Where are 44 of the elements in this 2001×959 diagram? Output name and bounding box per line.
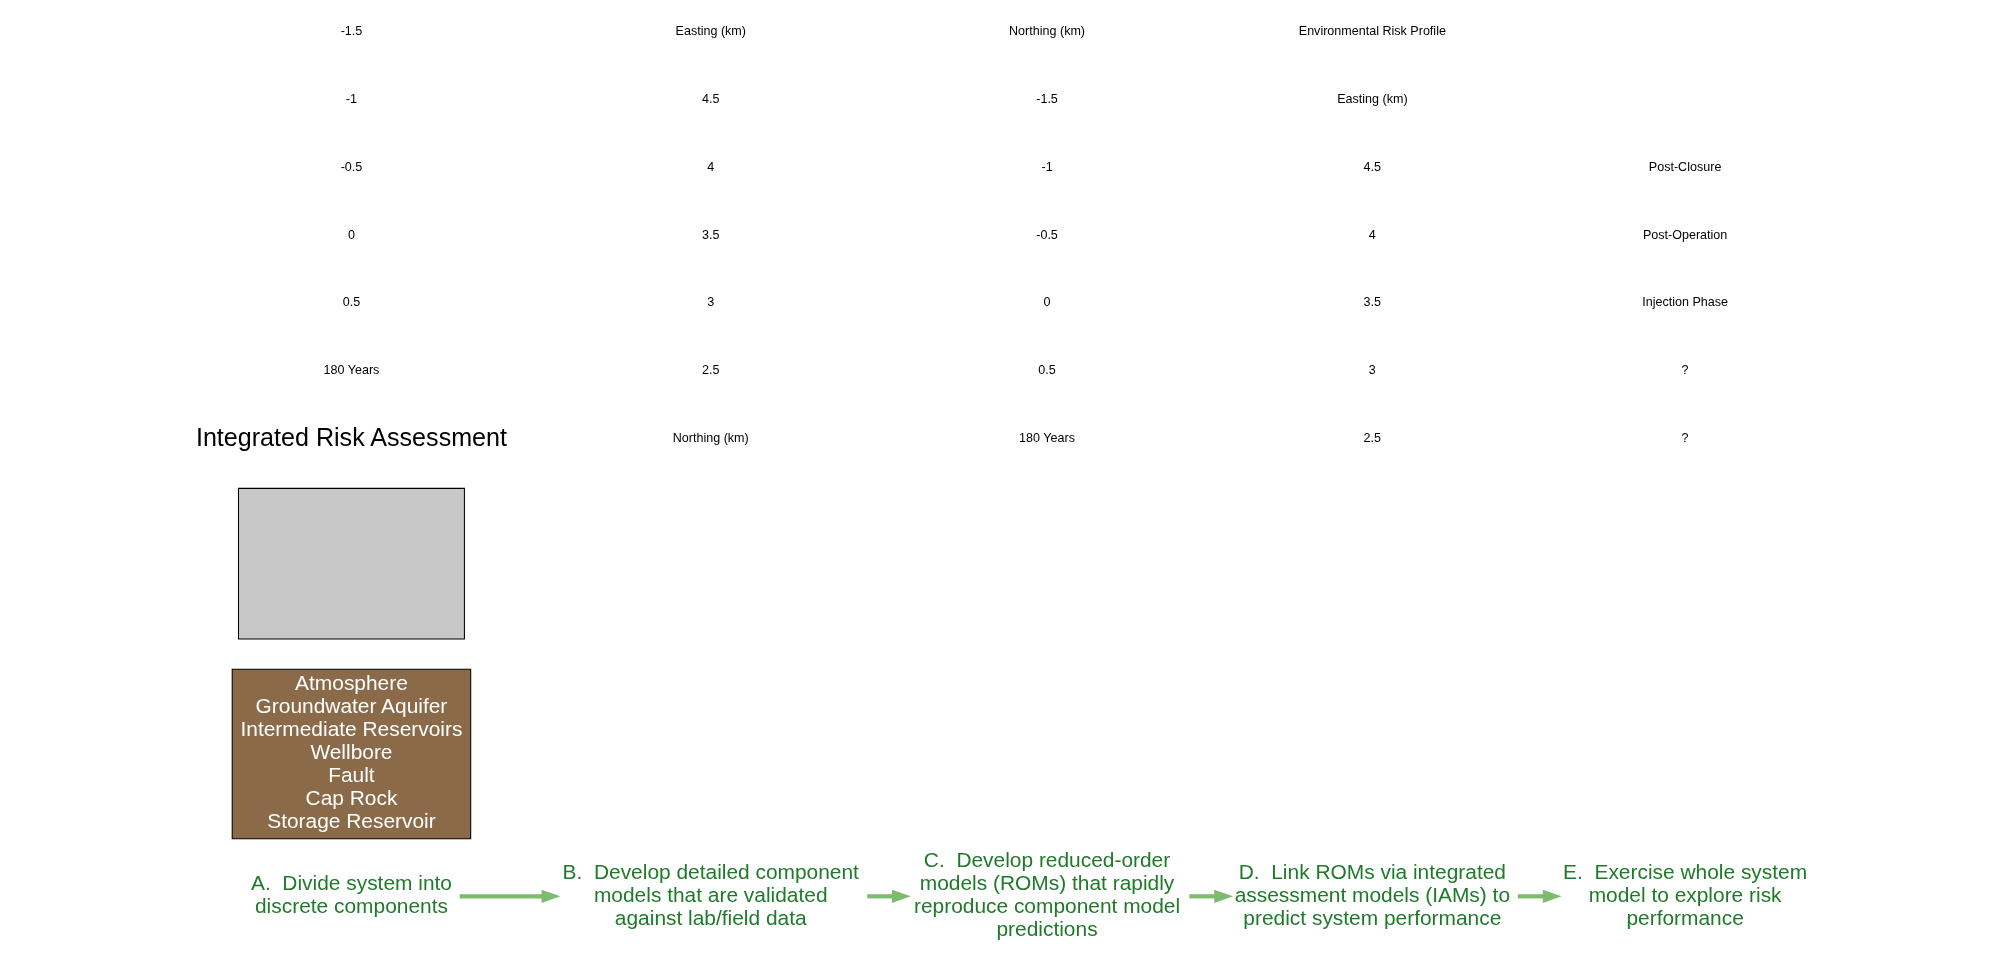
label: 4 <box>1368 227 1376 242</box>
arrow <box>1517 889 1562 903</box>
label: -0.5 <box>1036 227 1058 242</box>
label: ? <box>1681 431 1689 446</box>
label: Integrated Risk Assessment <box>195 422 507 451</box>
label: Northing (km) <box>672 431 749 446</box>
label: 180 Years <box>323 363 380 378</box>
label: 3 <box>707 295 715 310</box>
label: 2.5 <box>1363 431 1382 446</box>
label: Injection Phase <box>1642 295 1729 310</box>
label: 0.5 <box>1038 363 1056 378</box>
label: Post-Closure <box>1648 159 1722 174</box>
node-text: C. Develop reduced-order models (ROMs) that rapidly reproduce component model predictions <box>913 848 1181 941</box>
node-text: A. Divide system into discrete components <box>250 871 452 918</box>
label: 0.5 <box>342 295 361 310</box>
label: Easting (km) <box>675 23 746 38</box>
label: 4 <box>707 159 715 174</box>
arrow <box>1189 889 1234 903</box>
label: 3 <box>1368 363 1376 378</box>
label: Northing (km) <box>1009 23 1086 38</box>
label: 3.5 <box>702 227 720 242</box>
label: -1.5 <box>1036 91 1058 106</box>
label: ? <box>1681 363 1689 378</box>
label: 3.5 <box>1363 295 1382 310</box>
label: 0 <box>347 227 355 242</box>
label: Post-Operation <box>1642 227 1728 242</box>
label: 0 <box>1043 295 1051 310</box>
label: 180 Years <box>1019 431 1075 446</box>
node-box: Atmosphere Groundwater Aquifer Intermediate Reservoirs Wellbore Fault Cap Rock Storage Reservoir <box>231 668 472 840</box>
label: Environmental Risk Profile <box>1298 23 1446 38</box>
node-box <box>237 487 465 640</box>
arrow <box>459 889 561 903</box>
node-text: E. Exercise whole system model to explore risk performance <box>1563 859 1808 929</box>
label: 4.5 <box>1363 159 1382 174</box>
node-text: D. Link ROMs via integrated assessment models (IAMs) to predict system performance <box>1234 859 1511 929</box>
label: Easting (km) <box>1337 91 1408 106</box>
label: 2.5 <box>702 363 720 378</box>
label: -1 <box>345 91 358 106</box>
arrow <box>867 889 911 903</box>
label: 4.5 <box>702 91 720 106</box>
label: -1 <box>1041 159 1053 174</box>
label: -1.5 <box>340 23 363 38</box>
label: -0.5 <box>340 159 363 174</box>
node-text: B. Develop detailed component models that are validated against lab/field data <box>562 859 859 929</box>
